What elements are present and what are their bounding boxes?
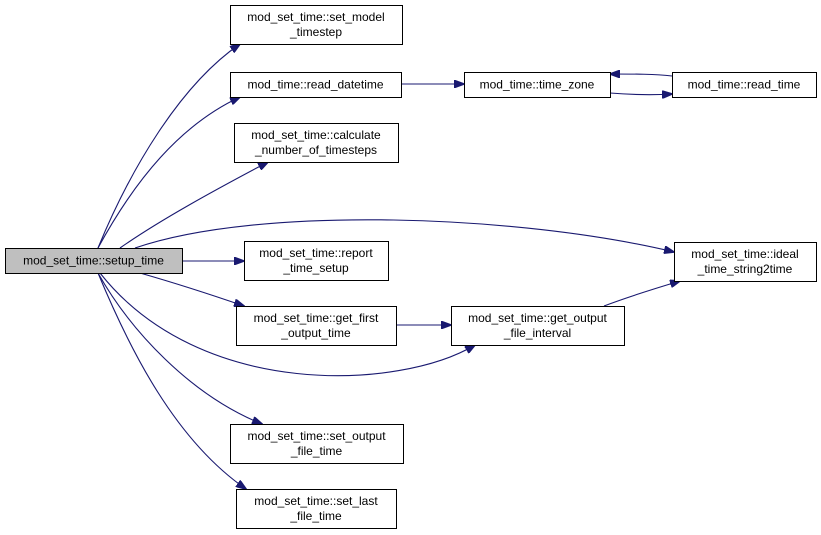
node-box — [234, 123, 399, 163]
node-report-time[interactable]: mod_set_time::report_time_setup — [244, 241, 389, 281]
edge-setup_time-to-ideal_time — [134, 219, 674, 252]
node-set-output-file[interactable]: mod_set_time::set_output_file_time — [230, 424, 404, 464]
edge-line — [609, 93, 672, 95]
node-label: _file_time — [290, 444, 343, 458]
node-label: mod_set_time::calculate — [251, 128, 381, 142]
node-calc-timesteps[interactable]: mod_set_time::calculate_number_of_timest… — [234, 123, 399, 163]
edge-line — [610, 74, 673, 76]
edge-setup_time-to-set_last_file — [97, 272, 246, 489]
edge-line — [139, 272, 244, 306]
edge-setup_time-to-set_output_file — [97, 272, 262, 424]
node-read-datetime[interactable]: mod_time::read_datetime — [230, 72, 402, 98]
edge-get_output_interval-to-ideal_time — [603, 281, 680, 307]
node-label: _file_time — [289, 509, 342, 523]
node-label: mod_time::time_zone — [480, 78, 595, 92]
node-get-output-interval[interactable]: mod_set_time::get_output_file_interval — [451, 306, 625, 346]
node-box — [236, 489, 397, 529]
node-box — [230, 72, 402, 98]
node-label: _time_string2time — [697, 262, 793, 276]
node-label: mod_time::read_datetime — [247, 78, 383, 92]
edge-line — [97, 44, 240, 249]
node-time-zone[interactable]: mod_time::time_zone — [464, 72, 611, 98]
node-get-first-output[interactable]: mod_set_time::get_first_output_time — [236, 306, 397, 346]
node-ideal-time[interactable]: mod_set_time::ideal_time_string2time — [674, 242, 817, 282]
node-set-last-file[interactable]: mod_set_time::set_last_file_time — [236, 489, 397, 529]
edge-layer — [97, 44, 680, 489]
node-setup-time[interactable]: mod_set_time::setup_time — [5, 248, 183, 274]
node-label: mod_set_time::get_output — [468, 311, 607, 325]
edge-setup_time-to-set_model_timestep — [97, 44, 240, 249]
node-box — [244, 241, 389, 281]
node-box — [464, 72, 611, 98]
edge-line — [97, 272, 262, 424]
node-label: mod_set_time::report — [259, 246, 373, 260]
node-box — [5, 248, 183, 274]
edge-read_time-to-time_zone — [610, 74, 673, 76]
node-box — [236, 306, 397, 346]
node-box — [451, 306, 625, 346]
node-layer: mod_set_time::setup_timemod_set_time::se… — [5, 5, 817, 529]
node-label: _timestep — [289, 25, 342, 39]
edge-setup_time-to-read_datetime — [97, 97, 240, 249]
edge-line — [97, 97, 240, 249]
edge-time_zone-to-read_time — [609, 93, 672, 95]
edge-line — [119, 162, 268, 249]
edge-line — [97, 272, 246, 489]
edge-setup_time-to-get_first_output — [139, 272, 244, 306]
node-label: mod_set_time::ideal — [691, 247, 798, 261]
node-label: mod_set_time::get_first — [254, 311, 379, 325]
node-label: _output_time — [280, 326, 351, 340]
node-read-time[interactable]: mod_time::read_time — [672, 72, 817, 98]
edge-setup_time-to-get_output_interval — [99, 272, 475, 377]
node-label: _number_of_timesteps — [254, 143, 377, 157]
node-label: mod_set_time::set_last — [254, 494, 378, 508]
node-label: mod_set_time::set_model — [247, 10, 384, 24]
node-label: _time_setup — [282, 261, 349, 275]
node-box — [230, 5, 403, 45]
edge-line — [603, 281, 680, 307]
node-label: mod_time::read_time — [688, 78, 801, 92]
edge-line — [134, 219, 674, 252]
node-box — [674, 242, 817, 282]
node-label: mod_set_time::setup_time — [23, 254, 164, 268]
edge-setup_time-to-calc_timesteps — [119, 162, 268, 249]
edge-line — [99, 272, 475, 377]
node-label: _file_interval — [503, 326, 571, 340]
node-box — [230, 424, 404, 464]
node-box — [672, 72, 817, 98]
node-label: mod_set_time::set_output — [247, 429, 386, 443]
node-set-model-timestep[interactable]: mod_set_time::set_model_timestep — [230, 5, 403, 45]
